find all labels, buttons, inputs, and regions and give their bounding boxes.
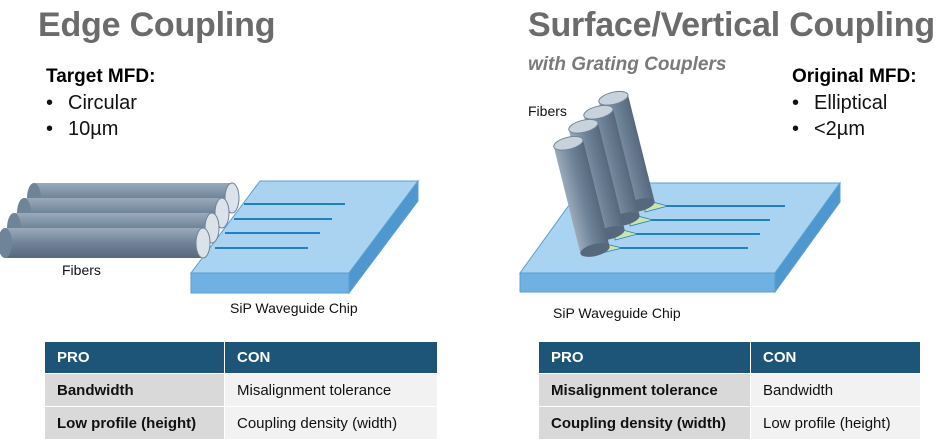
original-mfd-item: Elliptical [792, 90, 887, 116]
pro-cell: Misalignment tolerance [538, 373, 751, 407]
con-header: CON [224, 341, 438, 374]
pro-cell: Bandwidth [44, 373, 225, 407]
table-header-row: PRO CON [538, 341, 921, 374]
con-cell: Misalignment tolerance [224, 373, 438, 407]
surface-coupling-title: Surface/Vertical Coupling [528, 6, 935, 44]
target-mfd-heading: Target MFD: [46, 66, 156, 87]
pro-cell: Coupling density (width) [538, 406, 751, 440]
con-cell: Bandwidth [750, 373, 921, 407]
original-mfd-list: Elliptical <2µm [792, 90, 887, 142]
sip-chip-left [190, 179, 419, 295]
original-mfd-item: <2µm [792, 116, 887, 142]
con-cell: Low profile (height) [750, 406, 921, 440]
chip-label-right: SiP Waveguide Chip [553, 305, 681, 321]
pro-con-table-right: PRO CON Misalignment tolerance Bandwidth… [538, 341, 921, 440]
edge-coupling-title: Edge Coupling [38, 6, 276, 44]
target-mfd-item: Circular [46, 90, 137, 116]
pro-header: PRO [44, 341, 225, 374]
grating-couplers-subtitle: with Grating Couplers [528, 54, 727, 75]
fibers-label-right: Fibers [528, 103, 567, 119]
pro-cell: Low profile (height) [44, 406, 225, 440]
table-header-row: PRO CON [44, 341, 438, 374]
con-header: CON [750, 341, 921, 374]
con-cell: Coupling density (width) [224, 406, 438, 440]
edge-coupling-illustration [0, 179, 419, 295]
original-mfd-heading: Original MFD: [792, 66, 917, 87]
target-mfd-list: Circular 10µm [46, 90, 137, 142]
table-row: Misalignment tolerance Bandwidth [538, 373, 921, 407]
table-row: Low profile (height) Coupling density (w… [44, 406, 438, 440]
fibers-right [553, 90, 655, 257]
fibers-left [0, 182, 240, 259]
table-row: Coupling density (width) Low profile (he… [538, 406, 921, 440]
fibers-label-left: Fibers [62, 262, 101, 278]
chip-label-left: SiP Waveguide Chip [230, 300, 358, 316]
pro-con-table-left: PRO CON Bandwidth Misalignment tolerance… [44, 341, 438, 440]
table-row: Bandwidth Misalignment tolerance [44, 373, 438, 407]
vertical-coupling-illustration [519, 90, 841, 294]
target-mfd-item: 10µm [46, 116, 137, 142]
pro-header: PRO [538, 341, 751, 374]
